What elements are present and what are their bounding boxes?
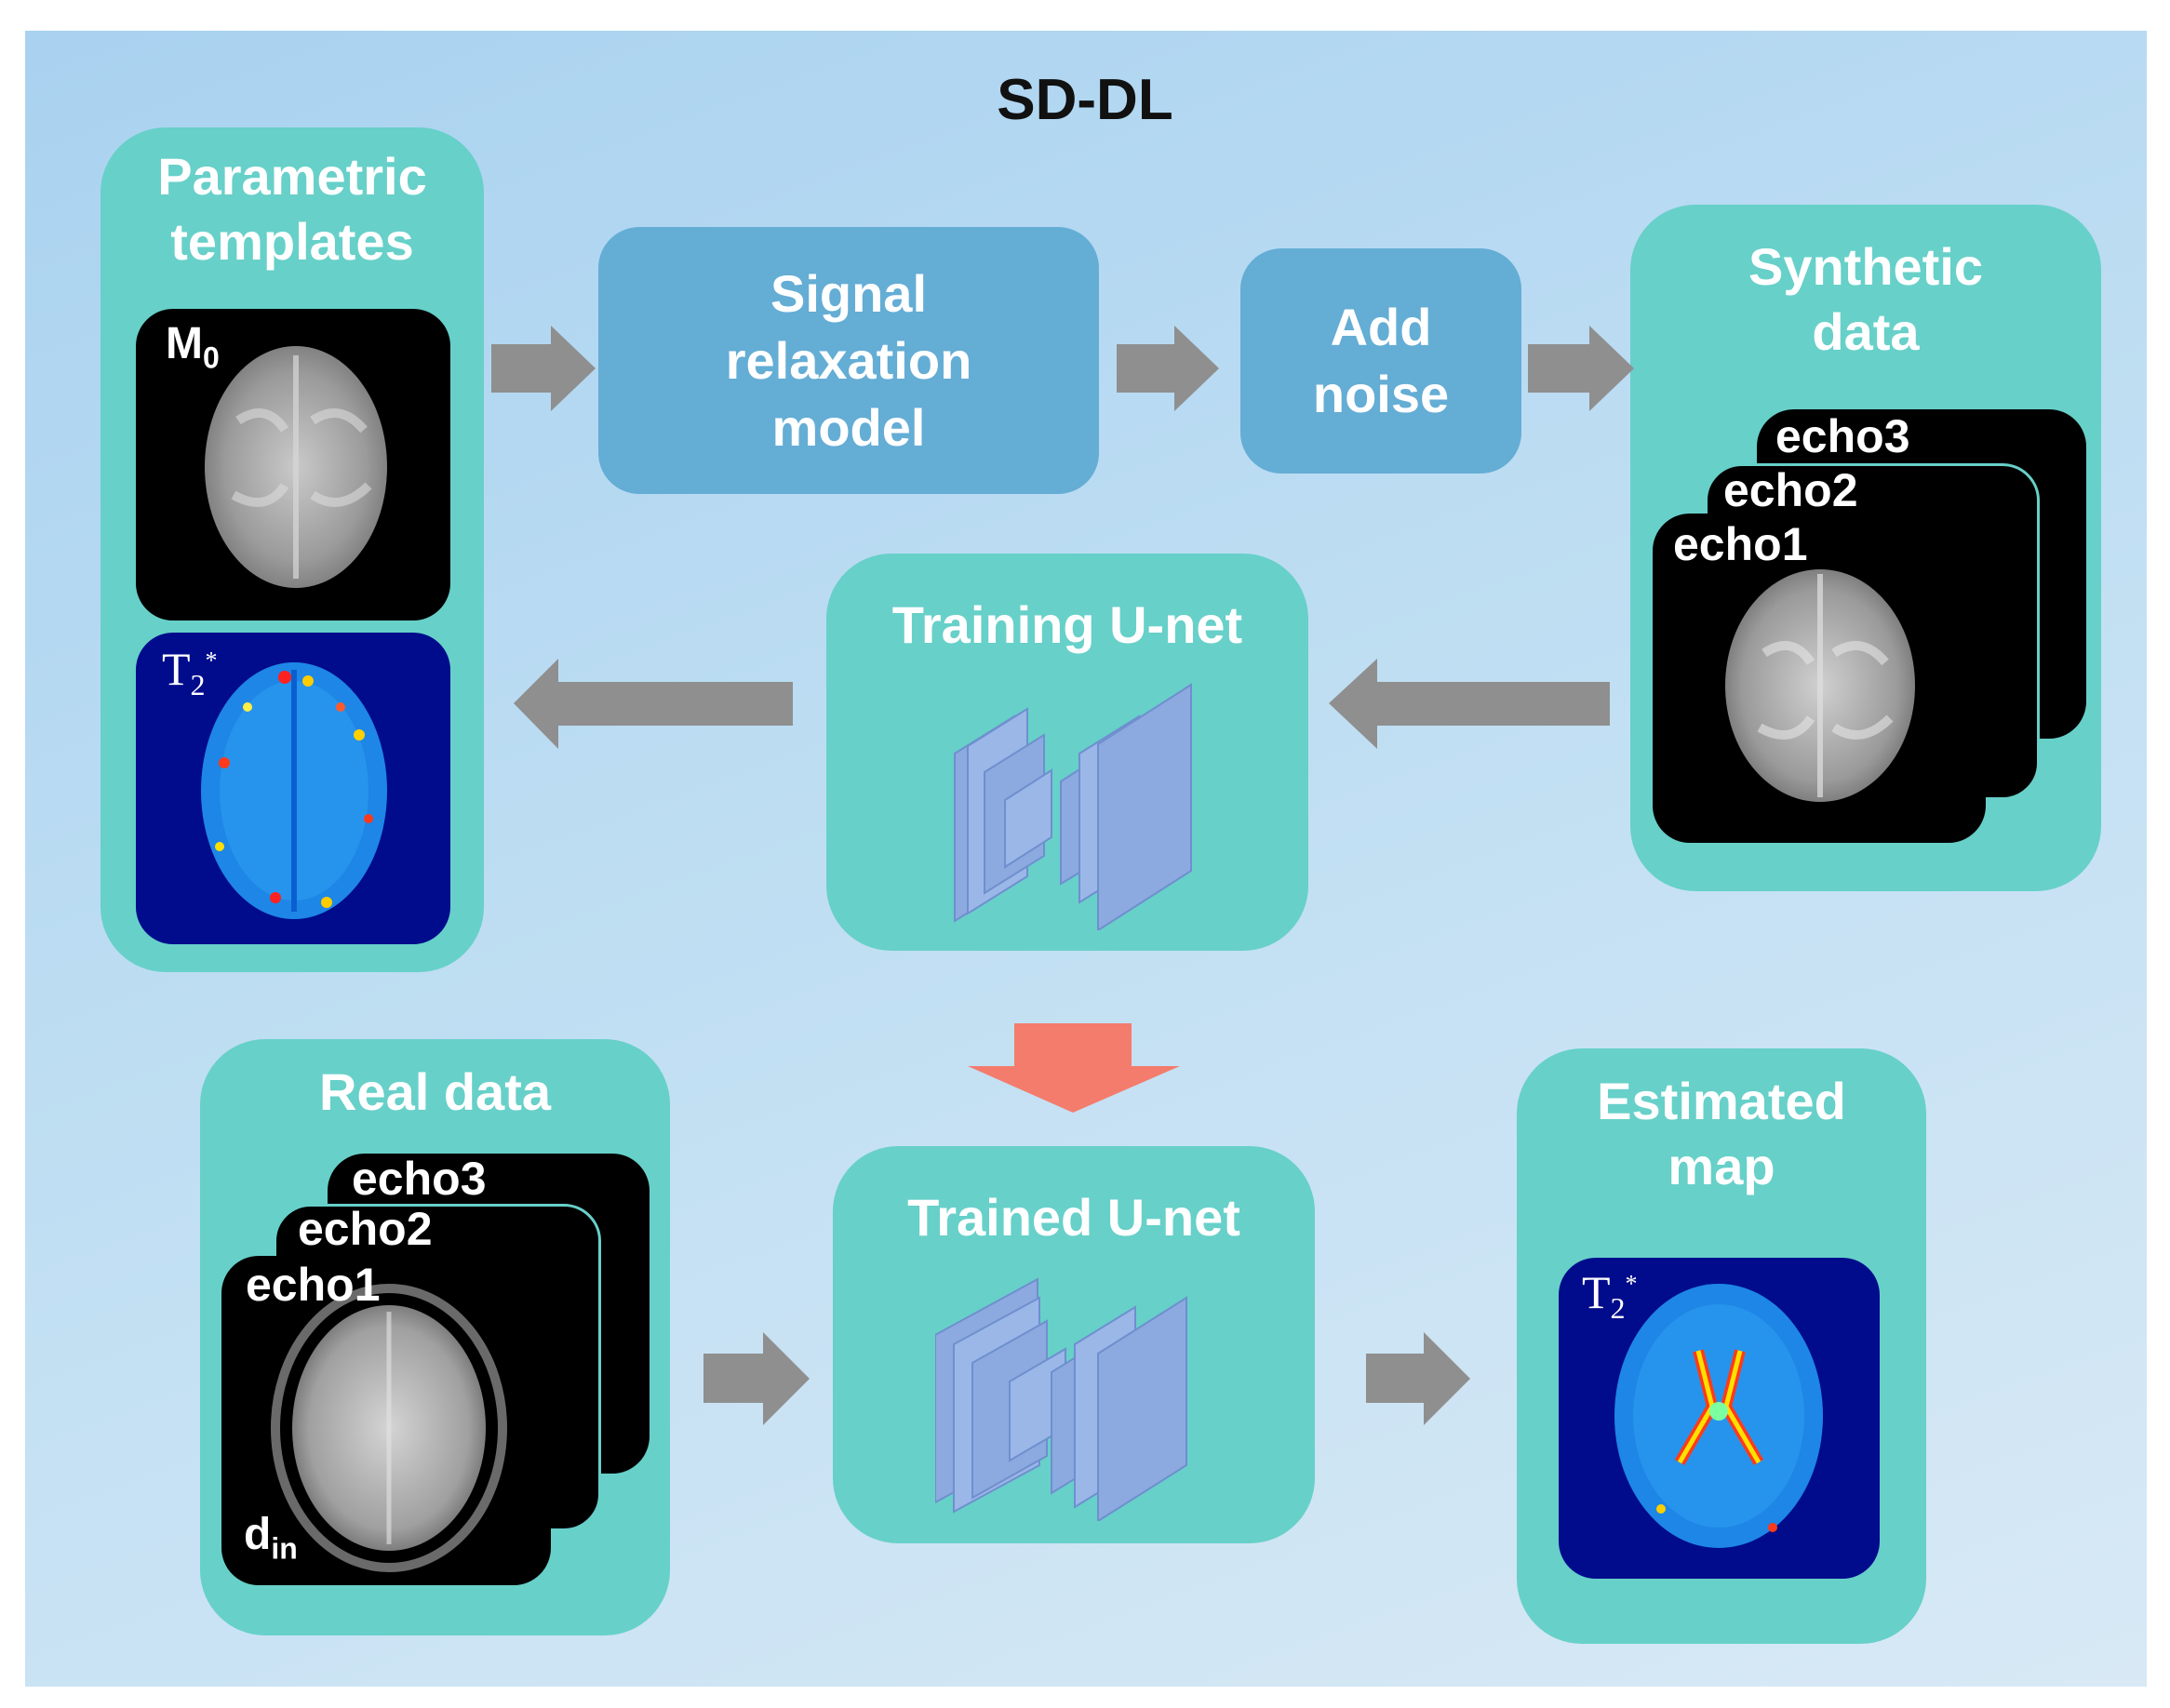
estimated-t2-label-sup: * [1625,1270,1638,1298]
trained-unet-icon [935,1277,1187,1521]
t2-template-label-sup: * [205,647,218,674]
t2-template-label-text: T [162,643,191,695]
training-unet-icon [954,683,1192,930]
m0-brain-image [136,309,450,620]
synthetic-echo1-image [1653,514,1986,843]
t2-template-map [136,633,450,944]
synthetic-echo1-label: echo1 [1673,518,1808,570]
real-echo3-label: echo3 [352,1153,487,1205]
estimated-t2-map [1559,1258,1880,1579]
estimated-t2-label-text: T [1582,1266,1611,1318]
din-label: din [244,1509,298,1567]
parametric-templates-title: Parametric templates [157,147,427,271]
m0-label-text: M [166,319,203,368]
synthetic-data-title: Synthetic data [1748,237,1984,361]
t2-template-label: T2* [162,642,218,702]
add-noise-box: Add noise [1240,248,1521,474]
real-echo1-image [221,1256,551,1585]
signal-relaxation-model-box: Signal relaxation model [598,227,1099,494]
real-data-title: Real data [319,1062,551,1121]
real-echo1-label: echo1 [246,1259,381,1311]
estimated-t2-label-sub: 2 [1610,1291,1626,1325]
m0-label: M0 [166,318,220,376]
real-echo2-label: echo2 [298,1203,433,1255]
diagram-title: SD-DL [997,68,1173,132]
training-unet-title: Training U-net [891,595,1243,654]
estimated-map-title: Estimated map [1597,1072,1846,1195]
training-unet-panel: Training U-net [826,554,1308,951]
trained-unet-title: Trained U-net [907,1188,1240,1247]
estimated-t2-label: T2* [1582,1265,1638,1326]
din-label-text: d [244,1510,272,1559]
synthetic-echo3-label: echo3 [1775,410,1910,462]
synthetic-echo2-label: echo2 [1723,464,1858,516]
t2-template-label-sub: 2 [190,668,206,701]
din-label-sub: in [271,1531,298,1566]
m0-label-sub: 0 [202,340,220,375]
